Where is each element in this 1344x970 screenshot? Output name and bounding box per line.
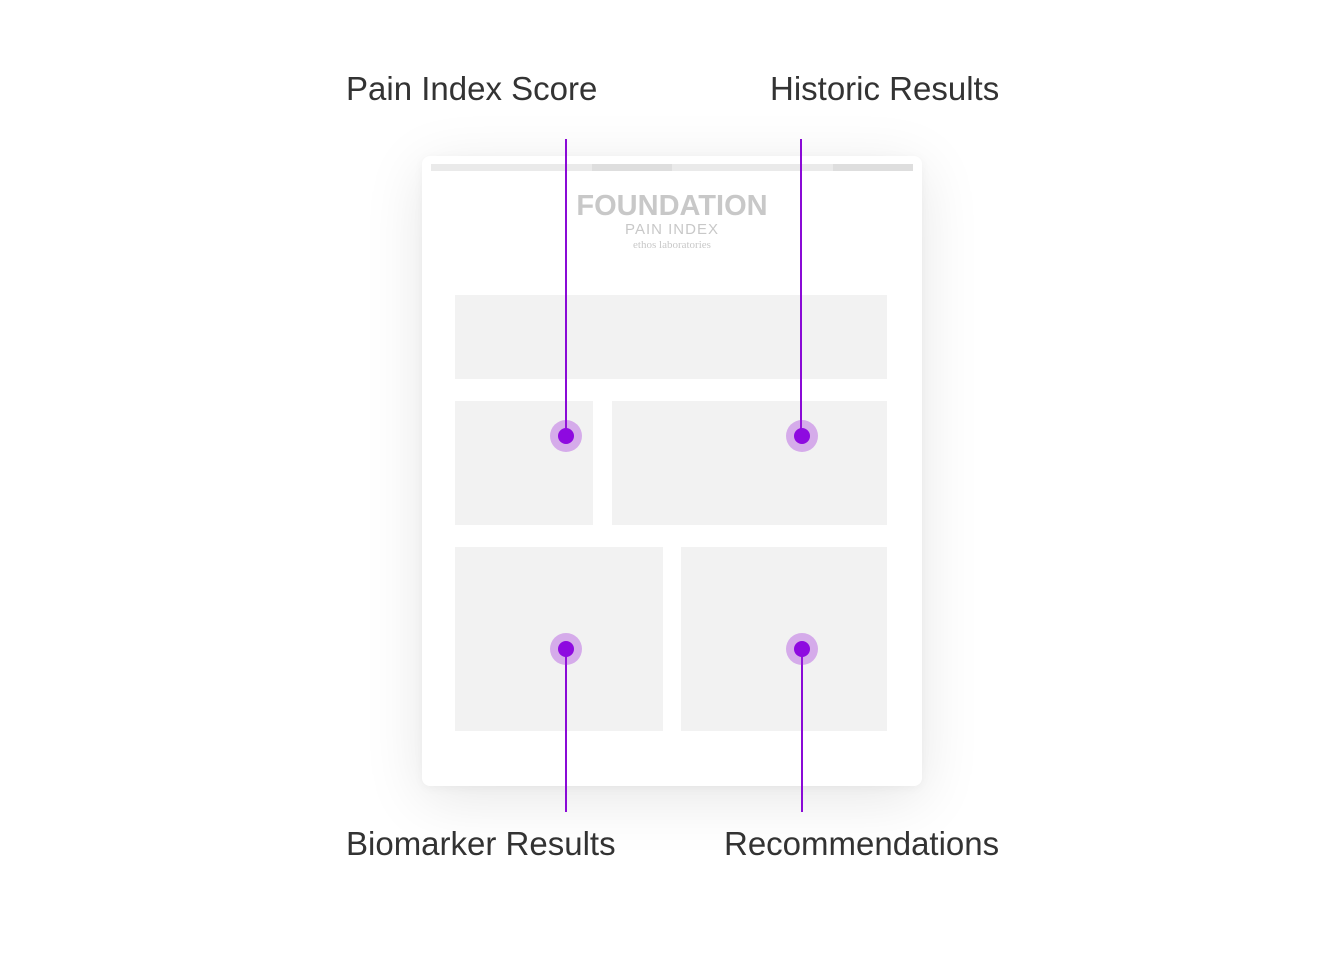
header-segment	[832, 164, 913, 171]
biomarker-results-label: Biomarker Results	[346, 825, 616, 862]
logo-sub-text: PAIN INDEX	[625, 221, 719, 238]
header-segment	[752, 164, 833, 171]
historic-results-label: Historic Results	[770, 70, 1000, 107]
historic-results-panel	[612, 401, 887, 525]
historic-results-leader-line	[800, 139, 802, 436]
logo-lab-text: ethos laboratories	[633, 239, 711, 251]
recommendations-marker	[786, 633, 818, 665]
report-document: FOUNDATION PAIN INDEX ethos laboratories	[422, 156, 922, 786]
summary-banner-panel	[455, 295, 887, 379]
biomarker-results-panel	[455, 547, 663, 731]
report-header-strip	[431, 164, 913, 171]
recommendations-label: Recommendations	[724, 825, 1000, 862]
header-segment	[591, 164, 672, 171]
recommendations-panel	[681, 547, 887, 731]
biomarker-results-marker	[550, 633, 582, 665]
header-segment	[671, 164, 753, 171]
recommendations-leader-line	[801, 649, 803, 812]
biomarker-results-leader-line	[565, 649, 567, 812]
historic-results-marker	[786, 420, 818, 452]
pain-index-score-marker	[550, 420, 582, 452]
pain-index-score-leader-line	[565, 139, 567, 436]
header-segment	[431, 164, 512, 171]
logo-main-text: FOUNDATION	[576, 190, 768, 222]
pain-index-score-label: Pain Index Score	[346, 70, 598, 107]
foundation-logo: FOUNDATION PAIN INDEX ethos laboratories	[422, 190, 922, 252]
header-segment	[511, 164, 592, 171]
pain-index-score-panel	[455, 401, 593, 525]
